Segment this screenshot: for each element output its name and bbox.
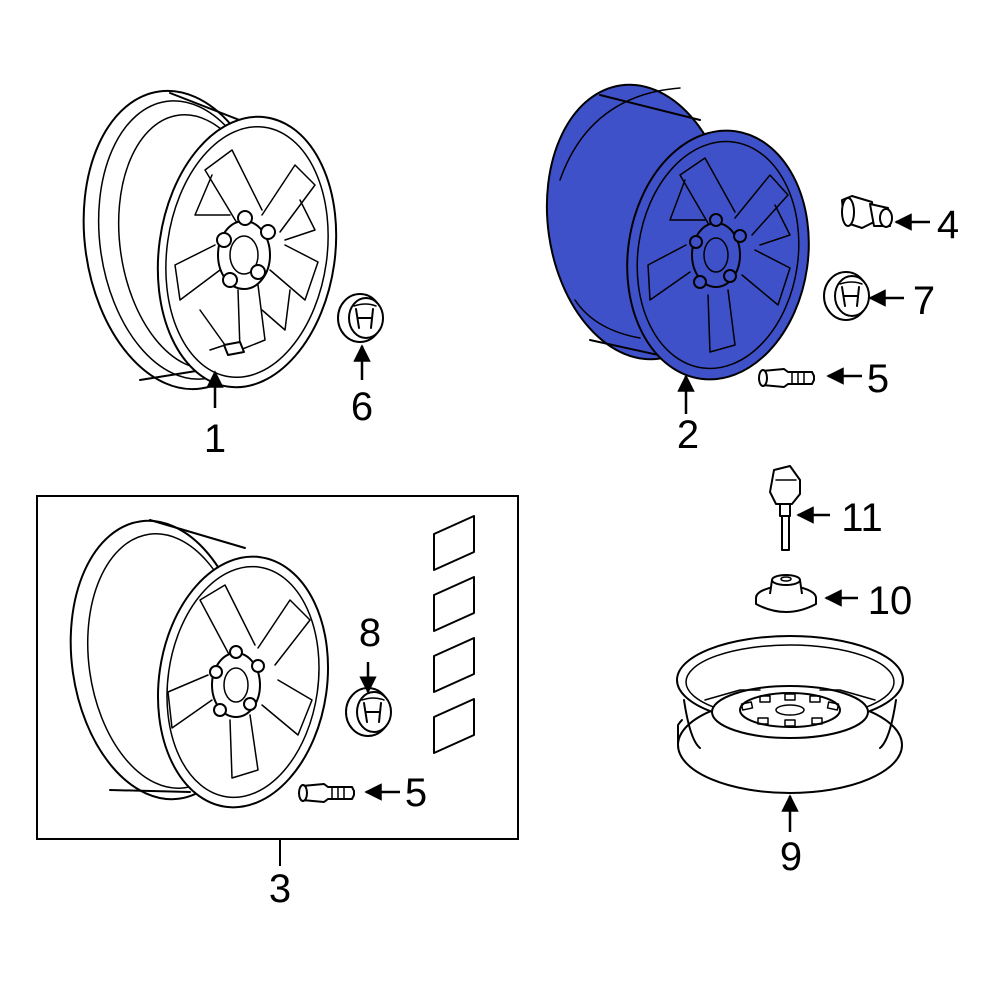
valve-stem-5-top-drawing: [758, 368, 815, 388]
stripe-labels: [433, 515, 475, 754]
callout-1: 1: [204, 417, 226, 461]
bolt-nut-10-drawing: [755, 574, 817, 613]
callout-10: 10: [868, 579, 913, 623]
callout-8: 8: [359, 611, 381, 655]
center-cap-7-drawing: [823, 271, 870, 321]
callout-4: 4: [937, 203, 959, 247]
callout-6: 6: [351, 385, 373, 429]
wheel-1-drawing: [82, 89, 338, 391]
callout-9: 9: [780, 835, 802, 879]
callout-2: 2: [677, 413, 699, 457]
callout-3: 3: [269, 867, 291, 911]
callout-7: 7: [913, 279, 935, 323]
center-cap-6-drawing: [337, 293, 384, 343]
callout-5-top: 5: [867, 357, 889, 401]
valve-stem-5-kit-drawing: [298, 783, 355, 803]
wheel-2-drawing: [545, 83, 810, 381]
spare-wheel-9-drawing: [676, 635, 904, 794]
wrench-bolt-11-drawing: [769, 465, 801, 551]
wheel-kit-box: [36, 495, 519, 840]
callout-5-kit: 5: [405, 771, 427, 815]
callout-11: 11: [841, 496, 883, 540]
wheel-kit-3-drawing: [69, 519, 330, 809]
center-cap-8-drawing: [345, 687, 392, 737]
lug-nut-4-drawing: [841, 195, 893, 229]
